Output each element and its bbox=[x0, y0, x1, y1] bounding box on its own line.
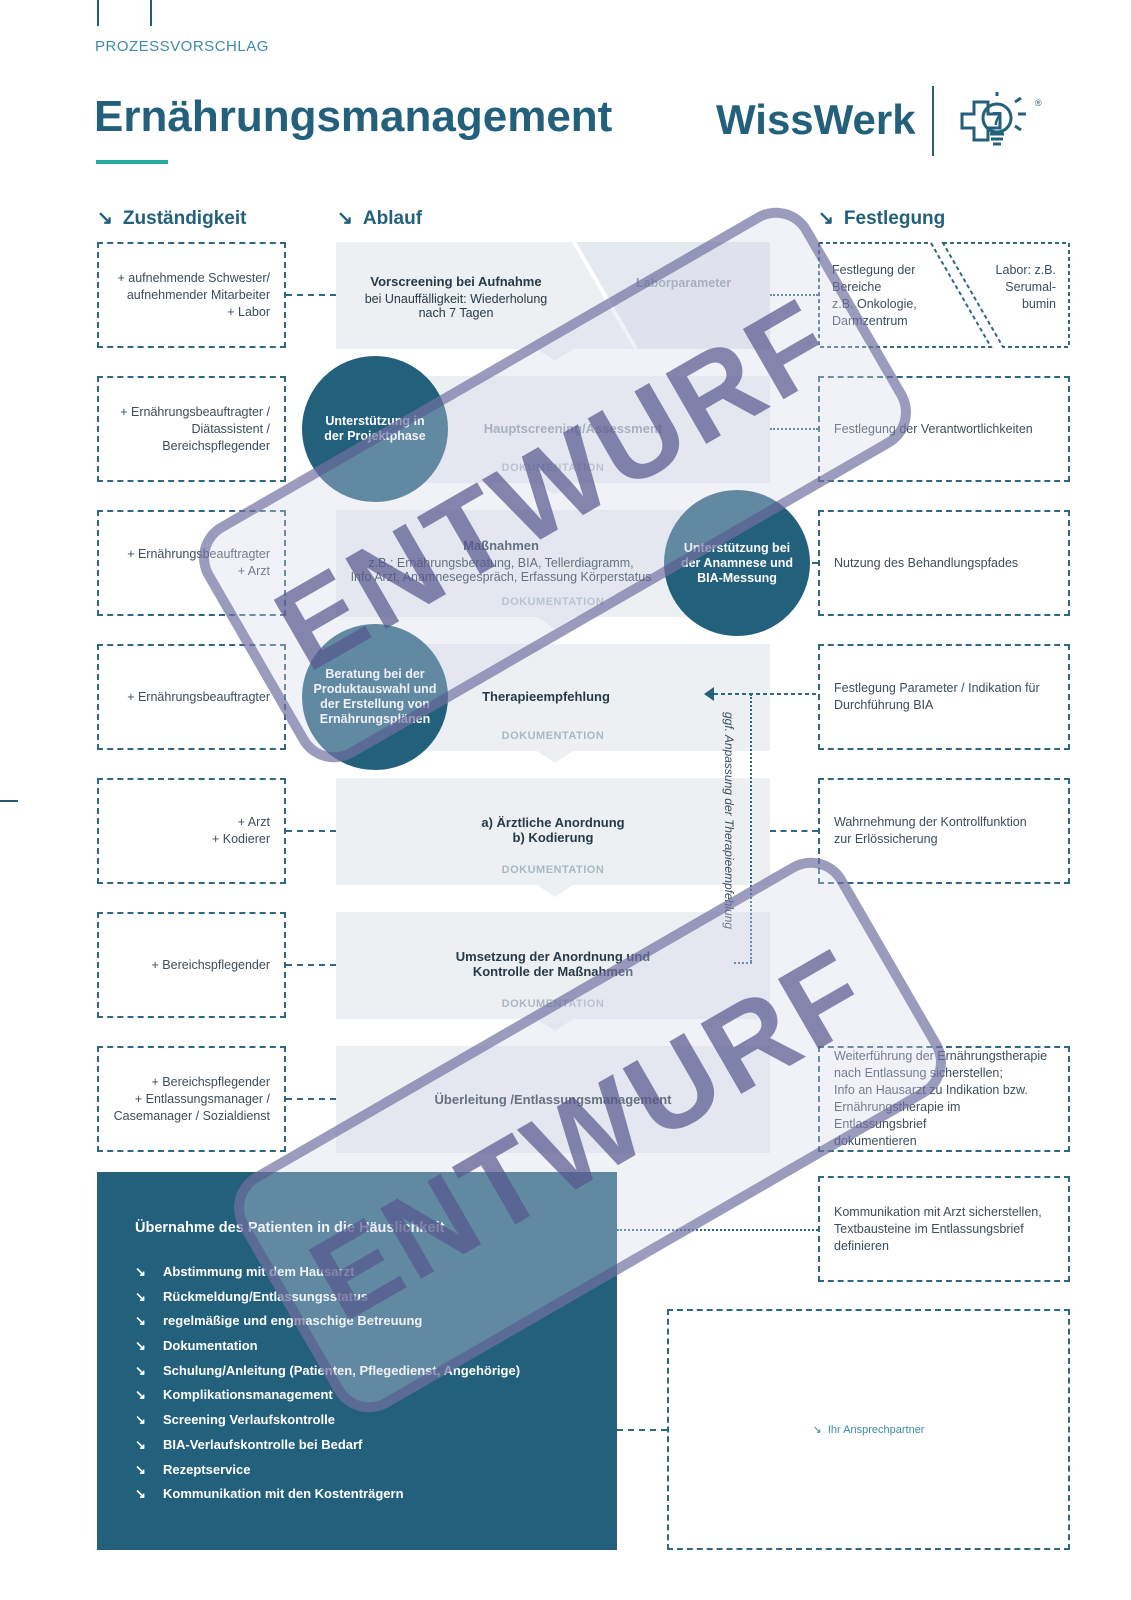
responsibility-box-6: + Bereichspflegender bbox=[97, 912, 286, 1018]
feedback-loop-line bbox=[734, 962, 752, 964]
arrow-down-right-icon: ↘ bbox=[135, 1436, 146, 1452]
flow-step-medical-order: a) Ärztliche Anordnung b) Kodierung DOKU… bbox=[336, 778, 770, 885]
list-item: ↘Komplikationsmanagement bbox=[135, 1387, 333, 1403]
column-head-responsibility: ↘Zuständigkeit bbox=[97, 208, 247, 229]
flow-arrow bbox=[537, 483, 573, 495]
decision-box-7: Weiterführung der Ernährungstherapie nac… bbox=[818, 1046, 1070, 1152]
home-care-panel: Übernahme des Patienten in die Häuslichk… bbox=[97, 1172, 617, 1550]
communication-box: Kommunikation mit Arzt sicherstellen, Te… bbox=[818, 1176, 1070, 1282]
wisswerk-logo-icon: 7 ® bbox=[960, 92, 1042, 146]
responsibility-box-7: + Bereichspflegender + Entlassungsmanage… bbox=[97, 1046, 286, 1152]
margin-mark bbox=[0, 800, 18, 802]
decision-box-5: Wahrnehmung der Kontrollfunktion zur Erl… bbox=[818, 778, 1070, 884]
list-item: ↘Rezeptservice bbox=[135, 1461, 251, 1477]
connector bbox=[770, 294, 818, 296]
connector bbox=[286, 964, 336, 966]
arrow-down-right-icon: ↘ bbox=[135, 1362, 146, 1378]
brand-name: WissWerk bbox=[716, 96, 916, 143]
decision-box-1: Festlegung der Bereiche z.B. Onkologie, … bbox=[818, 242, 1070, 348]
contact-box: ↘ Ihr Ansprechpartner bbox=[667, 1309, 1070, 1550]
decision-box-4: Festlegung Parameter / Indikation für Du… bbox=[818, 644, 1070, 750]
arrow-down-right-icon: ↘ bbox=[135, 1288, 146, 1304]
connector bbox=[286, 294, 336, 296]
responsibility-box-3: + Ernährungsbeauftragter + Arzt bbox=[97, 510, 286, 616]
arrow-down-right-icon: ↘ bbox=[97, 208, 113, 229]
connector bbox=[617, 1429, 667, 1431]
list-item: ↘regelmäßige und engmaschige Betreuung bbox=[135, 1313, 423, 1329]
top-rule-left bbox=[97, 0, 99, 26]
flow-arrow bbox=[537, 751, 573, 763]
flow-split-divider bbox=[572, 242, 770, 349]
arrow-down-right-icon: ↘ bbox=[135, 1338, 146, 1354]
connector bbox=[286, 1098, 336, 1100]
flow-arrow bbox=[537, 617, 573, 629]
connector bbox=[770, 428, 818, 430]
home-care-title: Übernahme des Patienten in die Häuslichk… bbox=[135, 1220, 445, 1236]
responsibility-box-1: + aufnehmende Schwester/ aufnehmender Mi… bbox=[97, 242, 286, 348]
list-item: ↘Rückmeldung/Entlassungsstatus bbox=[135, 1288, 369, 1304]
flow-arrow bbox=[537, 885, 573, 897]
arrow-down-right-icon: ↘ bbox=[818, 208, 834, 229]
contact-label: Ihr Ansprechpartner bbox=[827, 1424, 925, 1436]
decision-box-3: Nutzung des Behandlungspfades bbox=[818, 510, 1070, 616]
flow-step-prescreening: Vorscreening bei Aufnahme bei Unauffälli… bbox=[336, 242, 770, 349]
arrow-down-right-icon: ↘ bbox=[135, 1412, 146, 1428]
document-subtitle: PROZESSVORSCHLAG bbox=[95, 38, 269, 55]
document-title: Ernährungsmanagement bbox=[94, 92, 613, 141]
svg-text:7: 7 bbox=[992, 109, 1002, 129]
arrow-down-right-icon: ↘ bbox=[135, 1461, 146, 1477]
list-item: ↘Kommunikation mit den Kostenträgern bbox=[135, 1486, 404, 1502]
list-item: ↘Schulung/Anleitung (Patienten, Pflegedi… bbox=[135, 1362, 521, 1378]
responsibility-box-2: + Ernährungsbeauftragter / Diätassistent… bbox=[97, 376, 286, 482]
lab-parameter-label: Laborparameter bbox=[636, 276, 732, 290]
flow-step-implementation: Umsetzung der Anordnung und Kontrolle de… bbox=[336, 912, 770, 1019]
arrow-down-right-icon: ↘ bbox=[135, 1486, 146, 1502]
list-item: ↘BIA-Verlaufskontrolle bei Bedarf bbox=[135, 1436, 363, 1452]
connector bbox=[617, 1229, 818, 1231]
list-item: ↘Screening Verlaufskontrolle bbox=[135, 1412, 335, 1428]
home-care-list: ↘Abstimmung mit dem Hausarzt ↘Rückmeldun… bbox=[135, 1264, 520, 1511]
top-rule-right bbox=[150, 0, 152, 26]
column-head-process: ↘Ablauf bbox=[337, 208, 423, 229]
arrow-down-right-icon: ↘ bbox=[135, 1387, 146, 1403]
brand-divider bbox=[932, 86, 934, 156]
connector bbox=[770, 830, 818, 832]
arrow-down-right-icon: ↘ bbox=[135, 1264, 146, 1279]
column-head-decision: ↘Festlegung bbox=[818, 208, 946, 229]
svg-text:®: ® bbox=[1035, 98, 1042, 108]
flow-step-discharge: Überleitung /Entlassungsmanagement bbox=[336, 1046, 770, 1153]
arrow-down-right-icon: ↘ bbox=[337, 208, 353, 229]
feedback-arrow bbox=[704, 687, 818, 701]
list-item: ↘Dokumentation bbox=[135, 1338, 258, 1354]
connector bbox=[286, 830, 336, 832]
flow-arrow bbox=[537, 1019, 573, 1031]
list-item: ↘Abstimmung mit dem Hausarzt bbox=[135, 1264, 355, 1279]
flow-arrow bbox=[537, 349, 573, 361]
arrow-down-right-icon: ↘ bbox=[812, 1424, 822, 1436]
arrow-down-right-icon: ↘ bbox=[135, 1313, 146, 1329]
title-underline bbox=[96, 160, 168, 164]
responsibility-box-5: + Arzt + Kodierer bbox=[97, 778, 286, 884]
responsibility-box-4: + Ernährungsbeauftragter bbox=[97, 644, 286, 750]
decision-box-2: Festlegung der Verantwortlichkeiten bbox=[818, 376, 1070, 482]
feedback-loop-line bbox=[750, 694, 752, 962]
